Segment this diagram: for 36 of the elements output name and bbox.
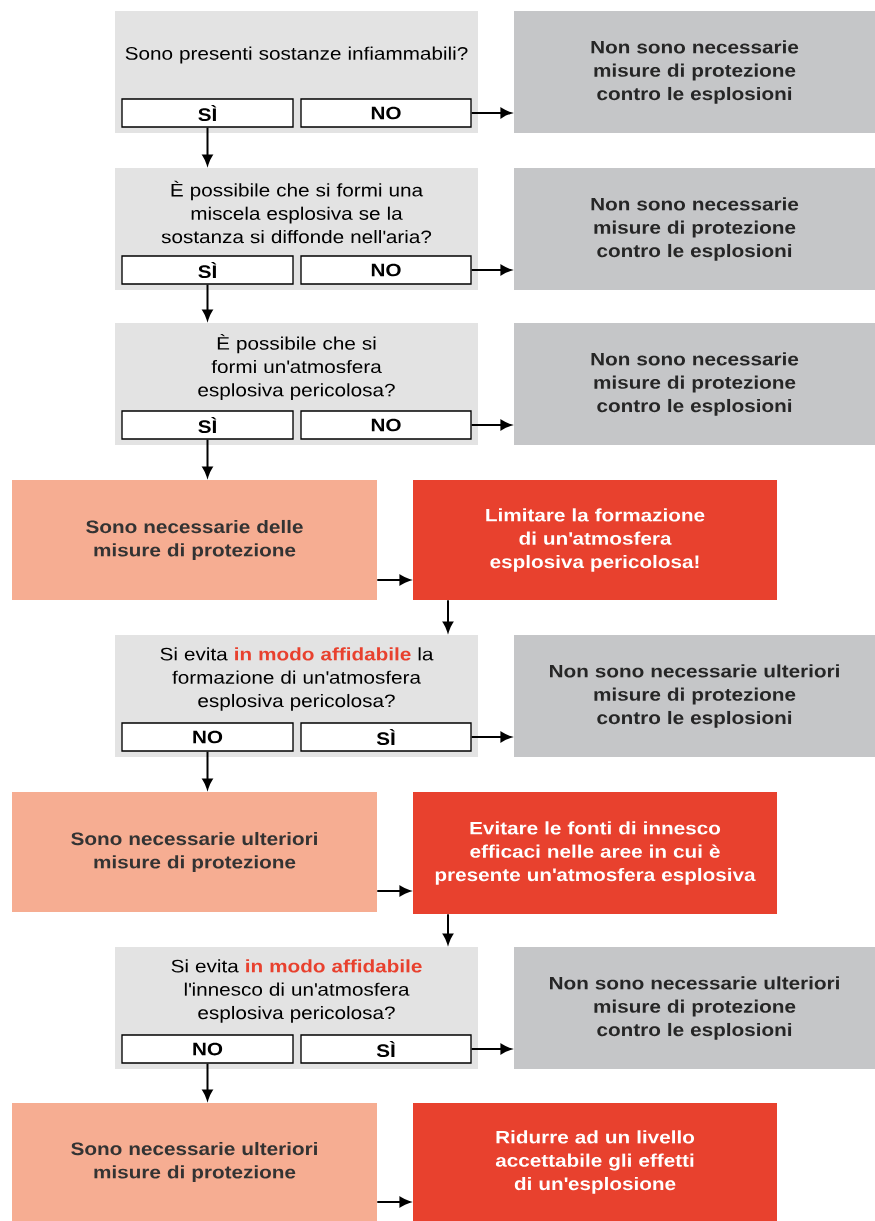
arrow [470, 107, 512, 119]
measure-box: Evitare le fonti di innesco efficaci nelle aree in cui è presente un'atmosfera esplosiva [413, 792, 777, 914]
option-box: SÌ [121, 255, 294, 285]
arrow [442, 913, 454, 945]
outcome-box: Non sono necessarie misure di protezione contro le esplosioni [514, 11, 875, 133]
outcome-box: Non sono necessarie misure di protezione contro le esplosioni [514, 323, 875, 445]
outcome-box: Non sono necessarie ulteriori misure di protezione contro le esplosioni [514, 635, 875, 757]
requirement-box: Sono necessarie ulteriori misure di protezione [12, 792, 377, 912]
arrow [442, 599, 454, 633]
arrow [202, 283, 213, 321]
arrow [376, 1196, 411, 1208]
option-box: SÌ [300, 1034, 472, 1064]
requirement-box: Sono necessarie delle misure di protezione [12, 480, 377, 600]
arrow [376, 574, 411, 586]
option-box: SÌ [121, 98, 294, 128]
arrow [202, 1062, 213, 1101]
option-box: NO [121, 1034, 294, 1064]
arrow [470, 264, 512, 276]
arrow [202, 126, 213, 166]
requirement-box: Sono necessarie ulteriori misure di protezione [12, 1103, 377, 1221]
arrow [470, 419, 512, 431]
arrow [202, 438, 213, 478]
option-box: NO [121, 722, 294, 752]
option-box: SÌ [121, 410, 294, 440]
option-box: NO [300, 410, 472, 440]
option-box: SÌ [300, 722, 472, 752]
measure-box: Limitare la formazione di un'atmosfera esplosiva pericolosa! [413, 480, 777, 600]
outcome-box: Non sono necessarie misure di protezione contro le esplosioni [514, 168, 875, 290]
outcome-box: Non sono necessarie ulteriori misure di protezione contro le esplosioni [514, 947, 875, 1069]
option-box: NO [300, 255, 472, 285]
measure-box: Ridurre ad un livello accettabile gli effetti di un'esplosione [413, 1103, 777, 1221]
arrow [376, 885, 411, 897]
arrow [470, 731, 512, 743]
arrow [202, 750, 213, 790]
arrow [470, 1043, 512, 1055]
option-box: NO [300, 98, 472, 128]
